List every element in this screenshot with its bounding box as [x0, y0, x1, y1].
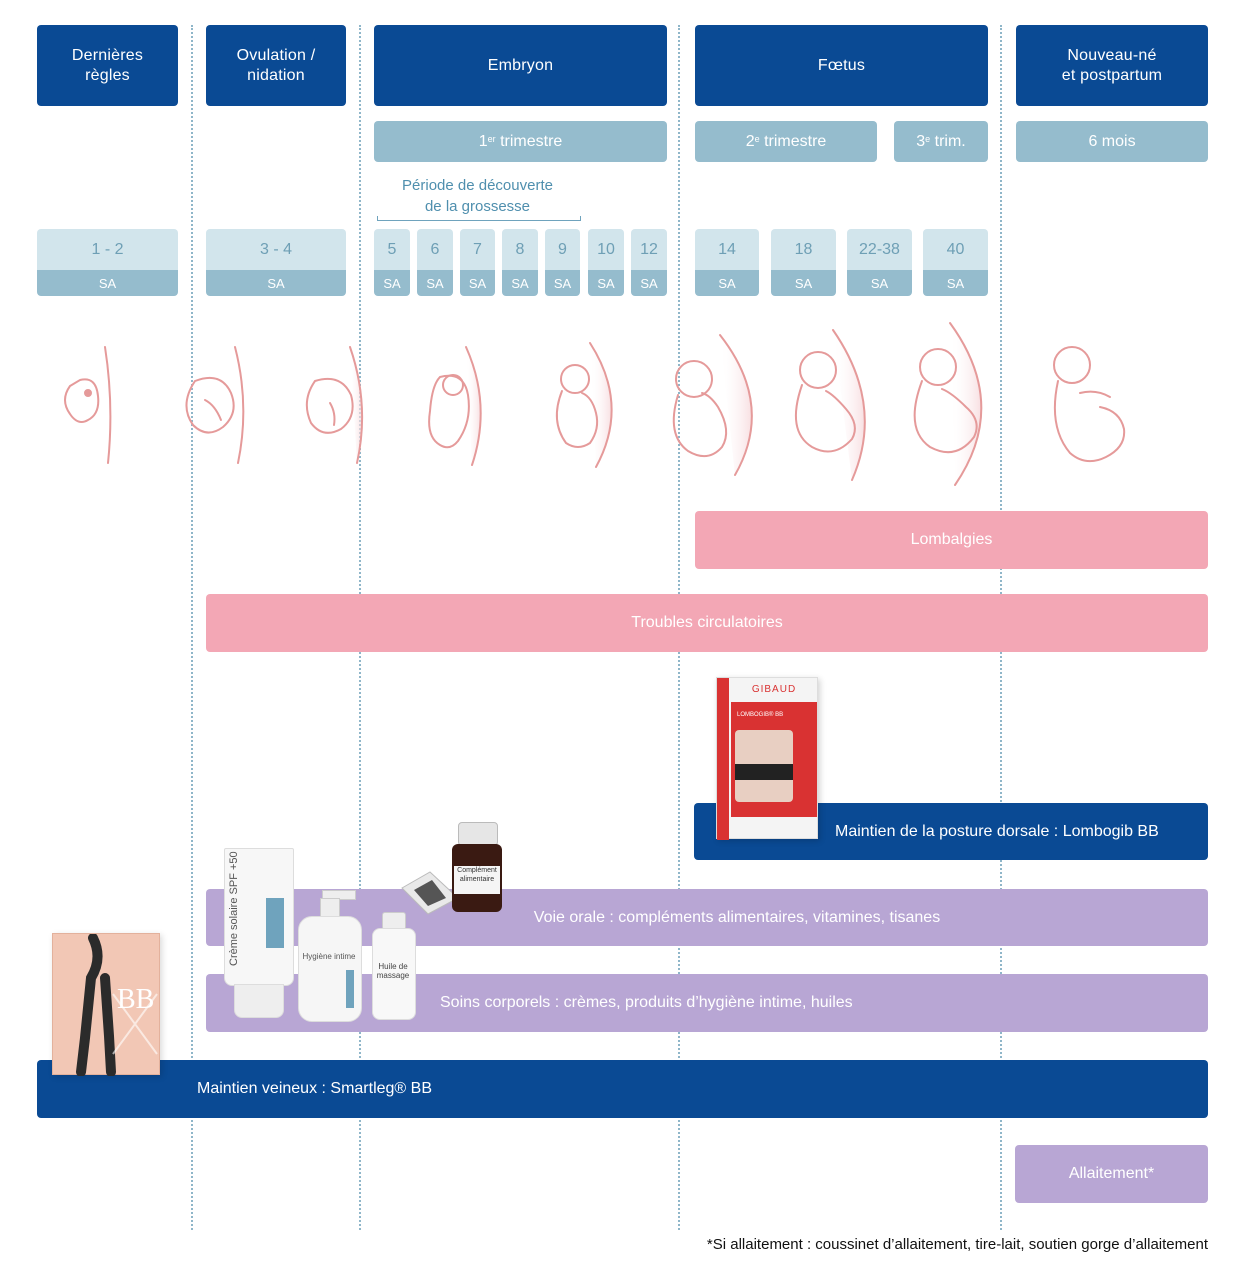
foetus-stage-6-icon — [672, 334, 753, 476]
allaitement-bar: Allaitement* — [1015, 1145, 1208, 1203]
discovery-period-label: Période de découverte de la grossesse — [402, 177, 553, 215]
smartleg-bar-label: Maintien veineux : Smartleg® BB — [197, 1080, 433, 1097]
lombogib-product-box: GIBAUD LOMBOGIB® BB — [716, 677, 818, 840]
huile-label-1: Huile de — [378, 962, 408, 971]
footnote: *Si allaitement : coussinet d’allaitemen… — [706, 1236, 1208, 1253]
creme-label: Crème solaire SPF +50 — [228, 851, 240, 966]
embryo-illustrations — [64, 322, 1126, 486]
voie-orale-label: Voie orale : compléments alimentaires, v… — [533, 908, 941, 926]
hygiene-intime-bottle: Hygiène intime — [298, 890, 362, 1022]
embryo-stage-5-icon — [555, 342, 613, 468]
embryo-stage-4-icon — [428, 346, 482, 466]
stage-dernieres-regles: Dernières règles — [37, 25, 178, 106]
foetus-stage-8-icon — [913, 322, 983, 486]
troubles-circulatoires-bar: Troubles circulatoires — [206, 594, 1208, 652]
postpartum-duration: 6 mois — [1016, 121, 1208, 162]
lombogib-bar-label: Maintien de la posture dorsale : Lombogi… — [835, 822, 1159, 840]
stage-foetus: Fœtus — [695, 25, 988, 106]
huile-label-2: massage — [376, 971, 410, 980]
stage-ovulation: Ovulation / nidation — [206, 25, 346, 106]
smartleg-bar: Maintien veineux : Smartleg® BB — [37, 1060, 1208, 1118]
foetus-stage-7-icon — [795, 329, 866, 481]
smartleg-product-box: BB — [52, 933, 160, 1076]
smartleg-box-logo: BB — [117, 984, 155, 1015]
embryo-stage-2-icon — [185, 346, 245, 464]
complement-label-1: Complément — [457, 867, 497, 874]
gibaud-logo-text: GIBAUD — [751, 684, 797, 695]
lombogib-box-label: LOMBOGIB® BB — [737, 712, 784, 718]
soins-corporels-bar: Soins corporels : crèmes, produits d’hyg… — [206, 974, 1208, 1032]
complement-bottle: Complément alimentaire — [452, 822, 502, 912]
creme-solaire-tube: Crème solaire SPF +50 — [224, 848, 294, 1018]
timeline-separator — [191, 25, 193, 1230]
embryo-stage-1-icon — [64, 346, 112, 464]
tea-bag-icon — [401, 871, 459, 915]
complement-label-2: alimentaire — [459, 876, 495, 883]
stage-nouveau-ne: Nouveau-né et postpartum — [1016, 25, 1208, 106]
huile-massage-bottle: Huile de massage — [372, 912, 416, 1020]
lombalgies-bar: Lombalgies — [695, 511, 1208, 569]
embryo-stage-3-icon — [305, 346, 364, 464]
stage-embryon: Embryon — [374, 25, 667, 106]
newborn-icon — [1053, 346, 1126, 463]
soins-corporels-label: Soins corporels : crèmes, produits d’hyg… — [440, 994, 853, 1011]
hygiene-label: Hygiène intime — [302, 952, 356, 961]
discovery-bracket — [377, 216, 581, 221]
